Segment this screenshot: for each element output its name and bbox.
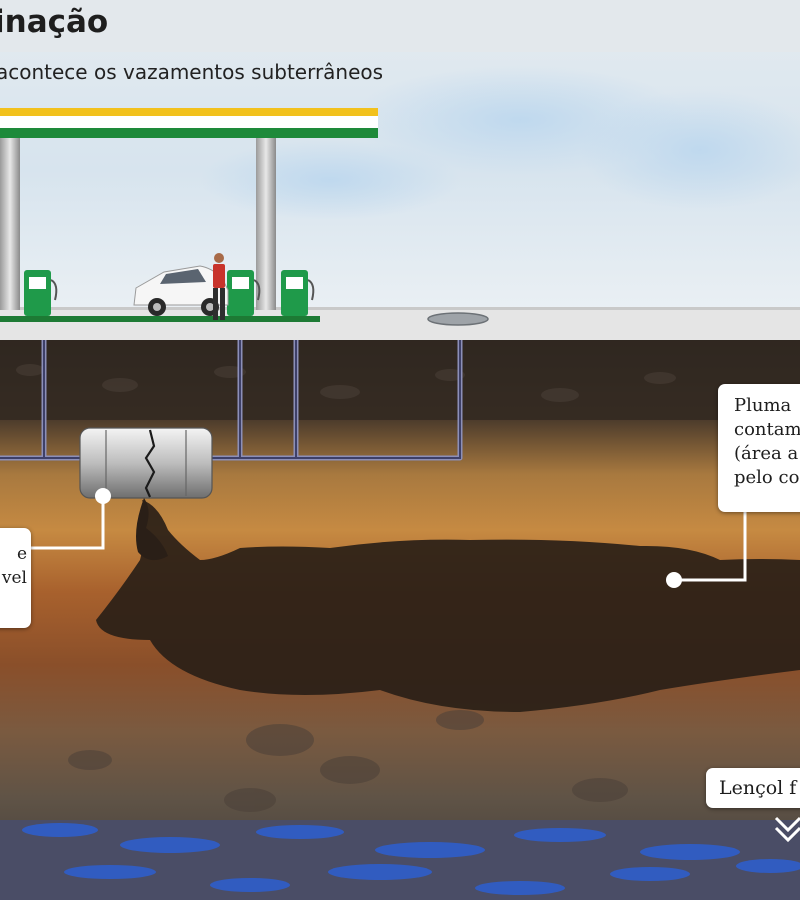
canopy-pillar [256,138,276,310]
water-streaks [22,823,800,895]
manhole-cover [427,312,489,326]
canopy-top-stripe [0,108,378,116]
gravel-texture [16,364,778,812]
callout-line: (área a [734,443,799,464]
tank-marker-dot [95,488,111,504]
callout-line: Pluma [734,395,792,416]
cloud [580,90,800,210]
canopy-pillar [0,138,20,310]
car [133,265,229,316]
fuel-pump [24,270,58,316]
callout-line: vel [1,568,27,588]
forecourt [0,307,800,340]
tank-callout: e vel [0,528,31,628]
fuel-pump [281,270,315,316]
plume-marker-dot [666,572,682,588]
callout-line: e [16,544,27,564]
contamination-plume [96,500,800,712]
fuel-pipes-inner [0,340,461,459]
fuel-pump [227,270,261,316]
tank-crack [144,429,156,498]
pump-island [0,316,320,322]
underground-tank [79,427,213,561]
canopy-bottom-stripe [0,128,378,138]
callout-line: contam [734,419,800,440]
forecourt-edge [0,307,800,310]
groundwater-callout: Lençol f [706,768,800,808]
chevron-down-icon [774,816,800,843]
attendant-figure [213,253,225,320]
cloud [200,140,460,220]
page-subtitle: acontece os vazamentos subterrâneos [0,60,384,84]
callout-connectors [30,496,747,582]
page-title: inação [0,4,109,40]
callout-line: pelo co [734,467,800,488]
canopy [0,116,378,128]
leak-drip [136,498,168,561]
plume-callout: Pluma contam (área a pelo co [718,384,800,512]
groundwater [0,820,800,900]
header-band [0,0,800,52]
